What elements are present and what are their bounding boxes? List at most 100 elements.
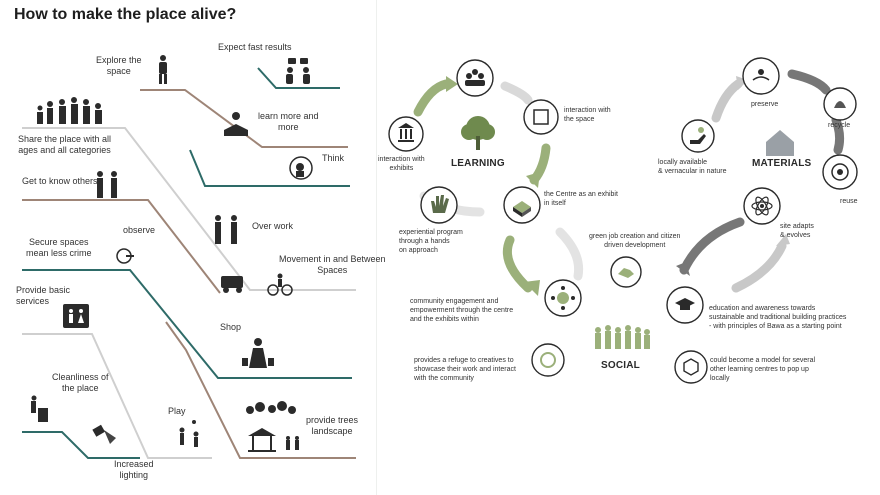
meeting-icon <box>286 58 310 84</box>
heading-materials: MATERIALS <box>752 158 812 169</box>
observe-icon <box>116 248 134 264</box>
crowd-icon <box>595 325 650 349</box>
line-shop <box>165 321 356 459</box>
arrow-mat-top <box>711 79 743 123</box>
node-group <box>456 59 494 97</box>
model-cube-icon <box>683 358 699 376</box>
restroom-icon <box>63 304 89 328</box>
creative-head-icon <box>540 352 556 368</box>
house-icon <box>766 130 794 156</box>
pavilion-icon <box>248 428 276 452</box>
label-secure: Secure spaces mean less crime <box>26 237 92 258</box>
arrow-learn-right <box>500 81 533 105</box>
frame-icon <box>533 109 549 125</box>
label-trees: provide trees landscape <box>306 415 359 436</box>
handshake-icon <box>618 268 634 278</box>
workers-icon <box>215 215 237 244</box>
text-education: education and awareness towards sustaina… <box>709 305 847 330</box>
label-clean: Cleanliness of the place <box>52 372 109 393</box>
think-icon <box>289 156 313 180</box>
arrowhead-mat-left <box>676 262 690 276</box>
hand-icon <box>431 195 449 213</box>
node-preserve <box>742 57 780 95</box>
line-share <box>22 127 356 291</box>
temple-icon <box>398 123 414 142</box>
line-think <box>189 149 350 187</box>
line-clean <box>22 431 140 459</box>
panel-divider <box>376 0 377 495</box>
recycle-icon <box>834 101 846 108</box>
arrowhead-learn-top <box>446 76 458 92</box>
arrow-mat-down <box>831 115 845 155</box>
label-shop: Shop <box>220 322 242 332</box>
text-local: locally available & vernacular in nature <box>658 159 727 175</box>
left-icons <box>31 55 313 452</box>
light-icon <box>92 424 116 444</box>
group-icon <box>465 69 485 86</box>
arrow-mat-right <box>787 69 831 95</box>
arrow-mat-left <box>679 217 745 275</box>
line-fast <box>257 67 340 89</box>
text-community: community engagement and empowerment thr… <box>410 298 514 323</box>
text-reuse: reuse <box>840 198 858 205</box>
two-people-icon <box>97 171 117 198</box>
community-icon <box>551 286 575 310</box>
label-think: Think <box>322 153 345 163</box>
text-experiential: experiential program through a hands on … <box>399 229 463 254</box>
node-model <box>674 350 708 384</box>
bicycle-icon <box>267 273 293 296</box>
node-refuge <box>531 343 565 377</box>
label-lighting: Increased lighting <box>114 459 154 480</box>
left-path-lines <box>22 67 356 459</box>
label-fast: Expect fast results <box>218 42 292 52</box>
node-local <box>681 119 715 153</box>
reader-icon <box>224 112 248 136</box>
text-interaction-exhibits: interaction with exhibits <box>378 156 425 172</box>
graduation-icon <box>675 298 695 310</box>
trash-icon <box>31 395 48 422</box>
atom-icon <box>751 196 773 216</box>
text-model: could become a model for several other l… <box>710 357 816 382</box>
label-explore: Explore the space <box>96 55 142 76</box>
arrow-social-right <box>555 227 584 281</box>
label-learnmore: learn more and more <box>258 111 319 132</box>
tree-icon <box>461 116 495 150</box>
text-preserve: preserve <box>751 101 779 108</box>
arrow-learn-top <box>413 79 451 117</box>
heading-social: SOCIAL <box>601 360 640 371</box>
trees-icon <box>246 401 296 414</box>
arrowhead-mat-up <box>776 234 790 246</box>
text-site: site adapts & evolves <box>780 223 814 239</box>
line-basic <box>22 333 212 459</box>
line-secure <box>22 269 352 379</box>
explorer-icon <box>159 55 167 84</box>
play-icon <box>179 420 199 447</box>
node-frame <box>523 99 559 135</box>
preserve-icon <box>752 69 770 81</box>
heading-learning: LEARNING <box>451 158 505 169</box>
shopper-icon <box>242 338 274 368</box>
label-overwork: Over work <box>252 221 294 231</box>
label-observe: observe <box>123 225 156 235</box>
label-movement: Movement in and Between Spaces <box>279 254 386 275</box>
label-share: Share the place with all ages and all ca… <box>18 134 112 155</box>
page-title: How to make the place alive? <box>14 6 237 23</box>
line-know <box>22 199 221 294</box>
text-centre-exhibit: the Centre as an exhibit in itself <box>544 191 618 207</box>
text-refuge: provides a refuge to creatives to showca… <box>414 357 516 382</box>
line-explore <box>140 89 348 148</box>
arrow-social-left <box>502 235 533 293</box>
text-recycle: recycle <box>828 122 851 129</box>
people-small-icon <box>286 436 299 450</box>
arrowhead-social <box>524 280 540 296</box>
text-interaction-space: interaction with the space <box>564 107 611 123</box>
reuse-icon <box>831 163 849 181</box>
arrow-mat-up <box>731 241 787 293</box>
local-hand-icon <box>690 127 706 144</box>
label-play: Play <box>168 406 186 416</box>
family-group-icon <box>37 97 102 124</box>
car-icon <box>221 276 243 293</box>
arrowhead-learn-down <box>526 172 540 188</box>
